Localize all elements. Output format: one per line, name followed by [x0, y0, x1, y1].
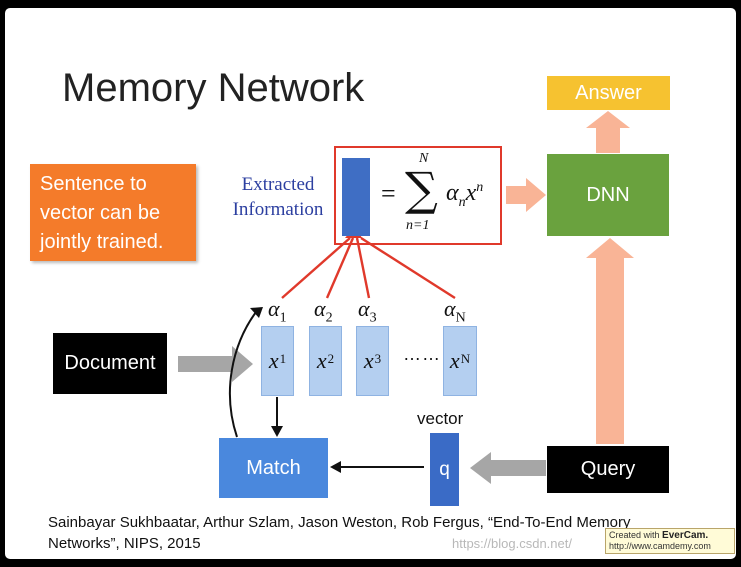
evercam-line1: Created with EverCam.: [609, 530, 709, 541]
evercam-line2: http://www.camdemy.com: [609, 541, 711, 551]
formula-x: x: [465, 180, 477, 206]
answer-box: Answer: [547, 76, 670, 110]
formula-x-sup: n: [476, 180, 484, 195]
query-to-q-arrow: [470, 452, 546, 484]
alpha-1: α1: [268, 296, 287, 326]
x1-to-match-arrowhead: [271, 426, 283, 437]
extracted-information-label: Extracted Information: [224, 172, 332, 222]
formula-term: αnxn: [446, 180, 483, 211]
extracted-vector-bar: [342, 158, 370, 236]
slide-title: Memory Network: [62, 66, 365, 110]
alpha-3: α3: [358, 296, 377, 326]
q-vector: q: [430, 433, 459, 506]
match-box: Match: [219, 438, 328, 498]
alpha-n: αN: [444, 296, 466, 326]
query-to-dnn-arrow: [586, 238, 634, 444]
alpha-2: α2: [314, 296, 333, 326]
document-box: Document: [53, 333, 167, 394]
q-to-match-arrowhead: [330, 461, 341, 473]
extracted-line1: Extracted: [241, 174, 315, 195]
formula-lower-limit: n=1: [406, 218, 430, 233]
citation-line2: Networks”, NIPS, 2015: [48, 535, 201, 552]
formula-alpha: α: [446, 180, 459, 206]
vector-label: vector: [417, 409, 464, 428]
match-to-alpha-arrowhead: [250, 307, 263, 318]
citation-line1: Sainbayar Sukhbaatar, Arthur Szlam, Jaso…: [48, 514, 631, 531]
dnn-to-answer-arrow: [586, 111, 630, 153]
formula-box: [334, 146, 502, 245]
attention-arrows: [281, 226, 456, 300]
ellipsis: ……: [403, 344, 441, 364]
document-to-memory-arrow: [178, 346, 253, 382]
dnn-box: DNN: [547, 154, 669, 236]
query-box: Query: [547, 446, 669, 493]
match-arrows: [228, 311, 424, 468]
evercam-badge[interactable]: Created with EverCam. http://www.camdemy…: [605, 528, 735, 554]
formula-to-dnn-arrow: [506, 178, 546, 212]
formula-upper-limit: N: [419, 151, 429, 166]
formula-sigma: ∑: [405, 162, 438, 216]
extracted-line2: Information: [232, 199, 324, 220]
citation: Sainbayar Sukhbaatar, Arthur Szlam, Jaso…: [48, 512, 631, 554]
note-box: Sentence to vector can be jointly traine…: [30, 164, 196, 261]
watermark: https://blog.csdn.net/: [452, 536, 572, 551]
formula-equals: =: [381, 179, 396, 208]
formula-alpha-sub: n: [458, 194, 466, 210]
